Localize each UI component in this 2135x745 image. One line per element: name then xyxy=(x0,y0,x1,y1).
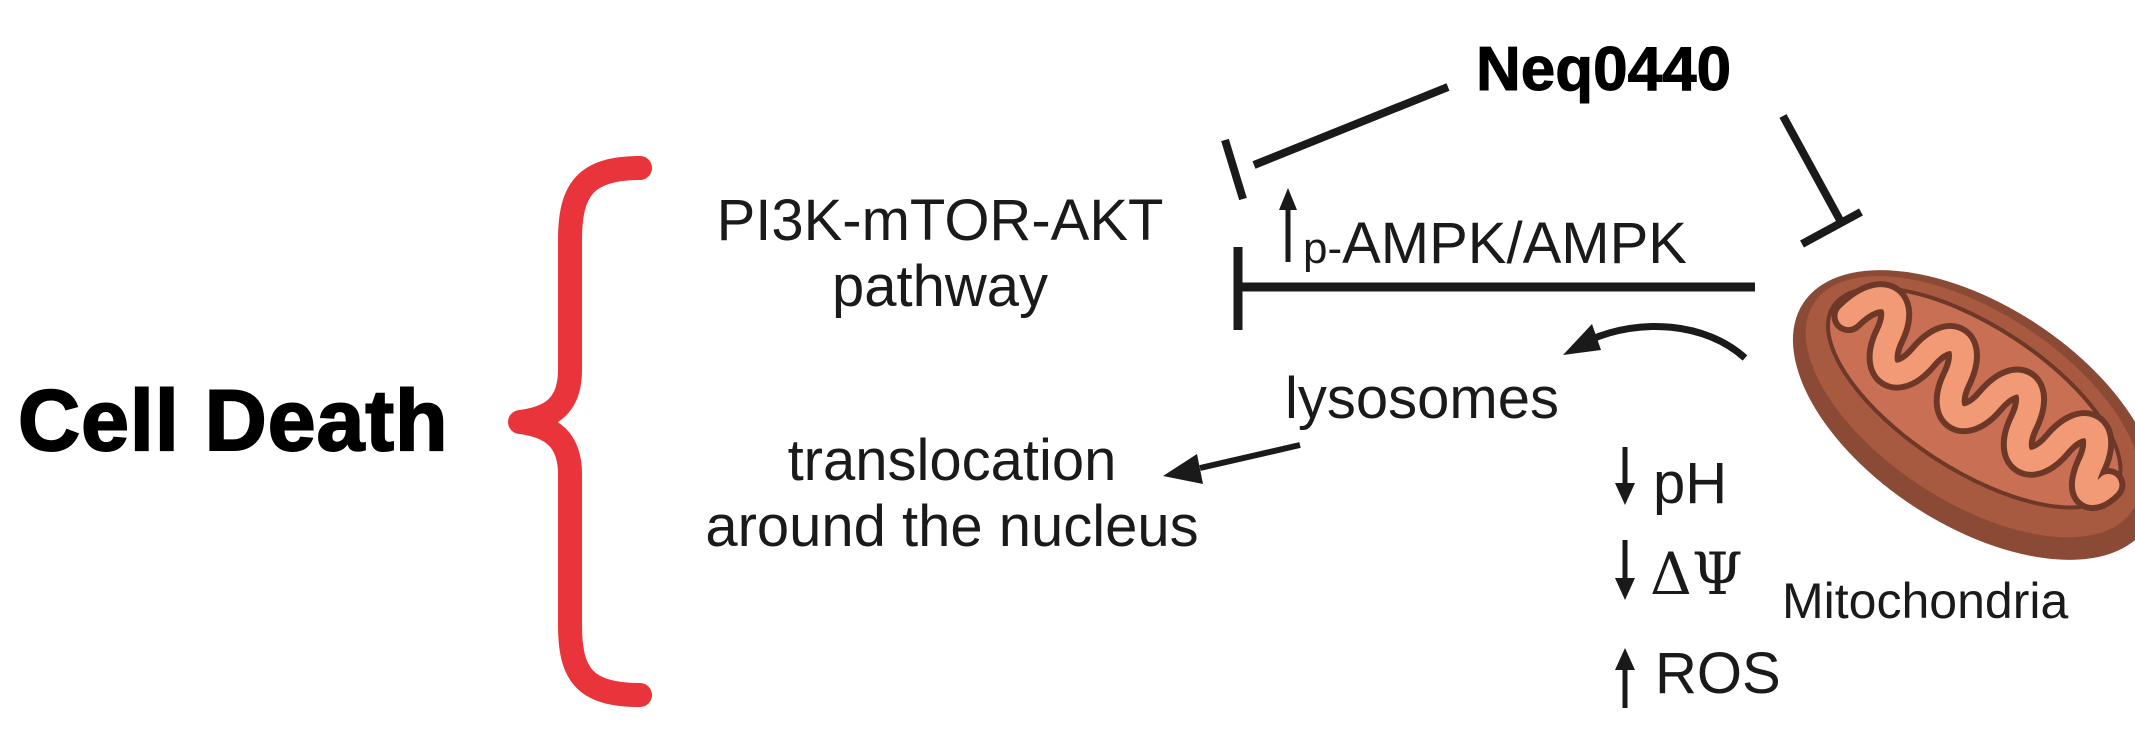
translocation-line-2: around the nucleus xyxy=(705,494,1199,559)
ros-label: ROS xyxy=(1655,641,1781,706)
translocation-line-1: translocation xyxy=(787,428,1117,493)
pathway-label: PI3K-mTOR-AKT pathway xyxy=(680,188,1200,320)
curly-brace xyxy=(508,156,652,707)
ampk-up-arrow xyxy=(1279,188,1297,262)
ampk-label: p-AMPK/AMPK xyxy=(1303,210,1687,277)
pathway-line-2: pathway xyxy=(831,254,1049,319)
mitochondria-label: Mitochondria xyxy=(1782,573,2069,629)
mitochondrion-icon xyxy=(1792,270,2135,560)
ampk-prefix: p- xyxy=(1303,224,1343,273)
drug-label: Neq0440 xyxy=(1475,35,1732,105)
neq-inhibit-pathway-arrow xyxy=(1221,83,1450,201)
translocation-label: translocation around the nucleus xyxy=(672,428,1232,560)
pathway-line-1: PI3K-mTOR-AKT xyxy=(716,188,1164,253)
cell-death-label: Cell Death xyxy=(17,372,449,470)
ph-down-arrow xyxy=(1615,447,1635,505)
ph-label: pH xyxy=(1653,451,1728,516)
psi-down-arrow xyxy=(1615,540,1635,600)
membrane-potential-label: ΔΨ xyxy=(1650,540,1743,608)
ampk-text: AMPK/AMPK xyxy=(1342,211,1687,276)
lysosome-to-translocation-arrow xyxy=(1163,442,1301,484)
lysosomes-label: lysosomes xyxy=(1285,366,1559,431)
ampk-inhibit-pathway-arrow xyxy=(1233,247,1755,330)
ros-up-arrow xyxy=(1615,648,1635,708)
neq-inhibit-mito-arrow xyxy=(1779,114,1863,248)
mito-to-lysosome-arrow xyxy=(1563,323,1748,361)
